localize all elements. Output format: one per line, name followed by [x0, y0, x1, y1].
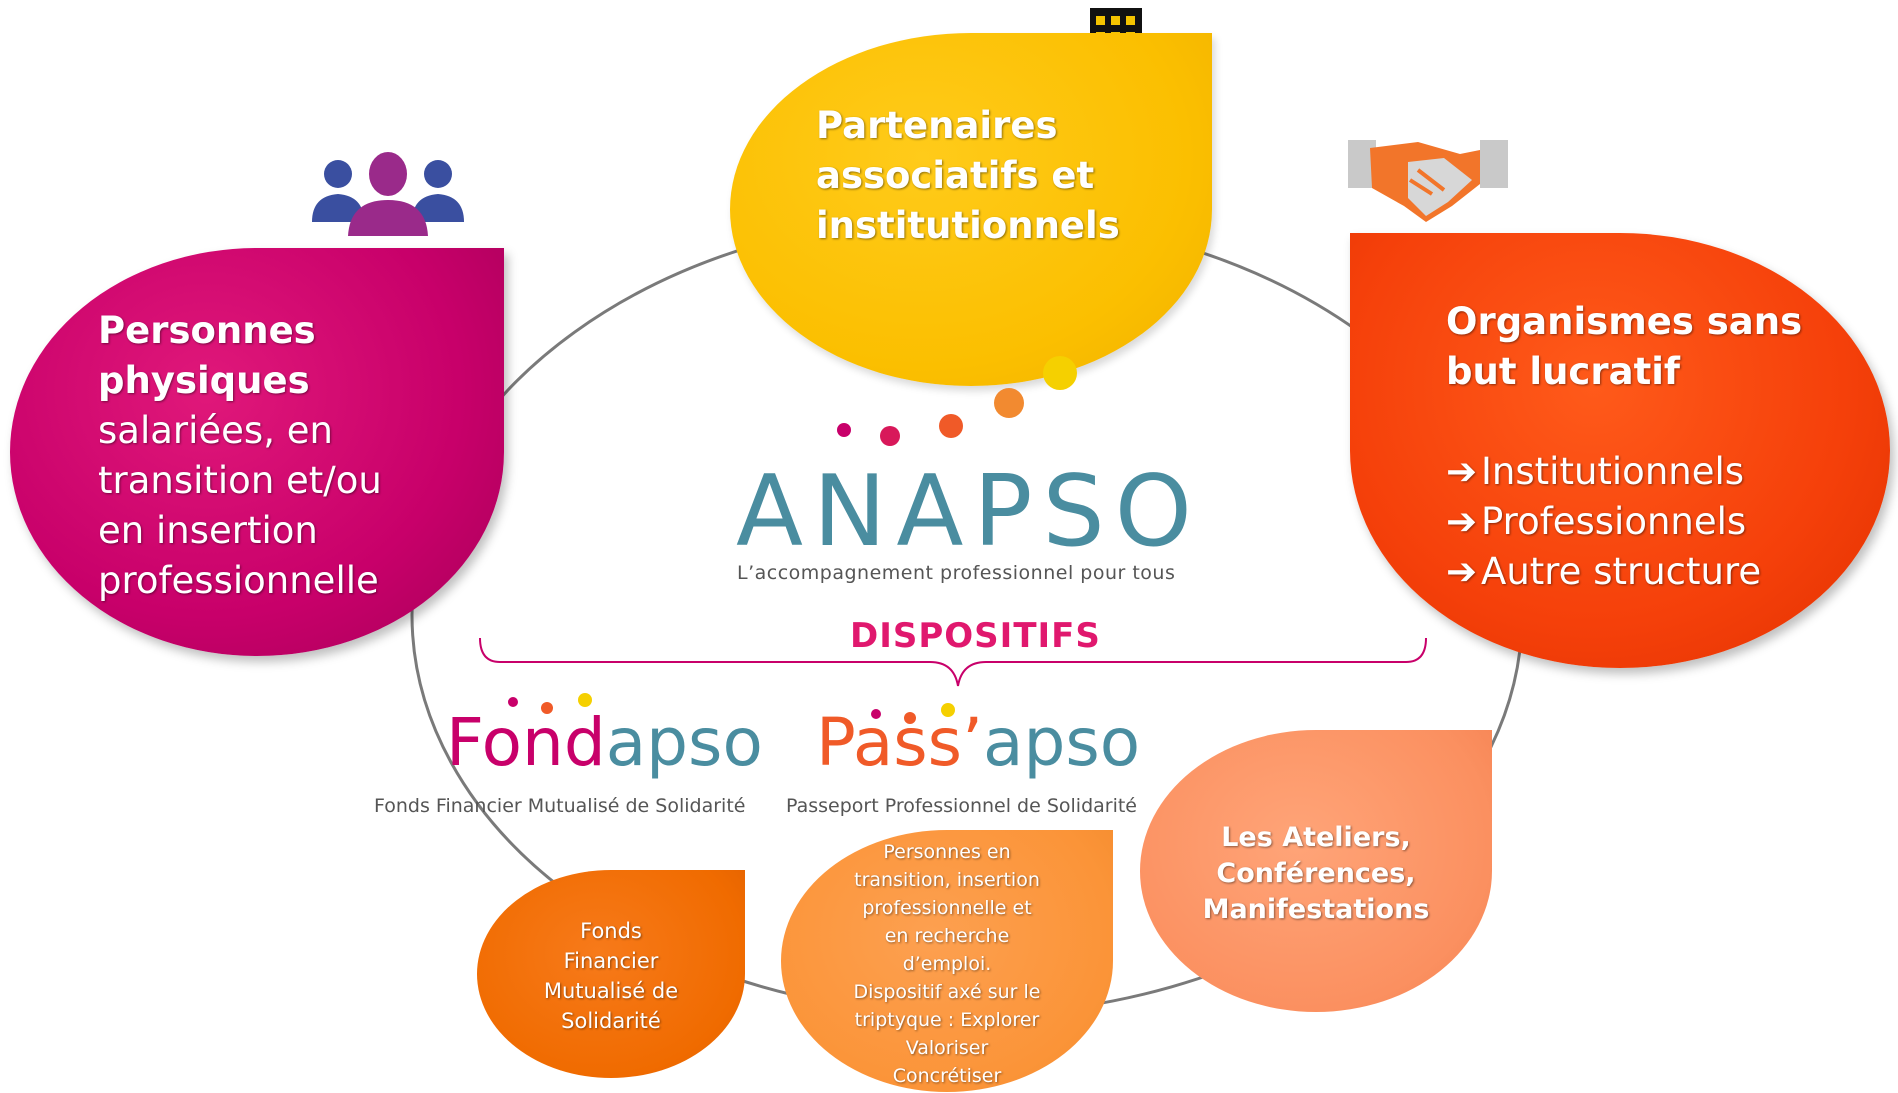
fonds-line: Mutualisé de: [543, 979, 679, 1003]
fondapso-logo-dots: [508, 693, 592, 714]
pass-line: Valoriser: [905, 1037, 989, 1059]
fondapso-name-part1: Fond: [446, 704, 606, 781]
pass-line: en recherche: [884, 925, 1010, 947]
fonds-financier-text: Fonds Financier Mutualisé de Solidarité: [477, 916, 745, 1036]
handshake-icon: [1348, 140, 1508, 222]
passapso-description-bubble: Personnes en transition, insertion profe…: [781, 830, 1113, 1092]
fondapso-tagline: Fonds Financier Mutualisé de Solidarité: [374, 795, 746, 817]
organismes-item: ➔ Autre structure: [1446, 547, 1866, 597]
fondapso-logo-text: Fondapso: [446, 708, 763, 778]
passapso-description-text: Personnes en transition, insertion profe…: [781, 838, 1113, 1090]
arrow-right-icon: ➔: [1446, 550, 1478, 593]
organismes-item: ➔ Institutionnels: [1446, 447, 1866, 497]
partenaires-bubble: Partenaires associatifs et institutionne…: [730, 33, 1212, 386]
pass-line: triptyque : Explorer: [854, 1009, 1040, 1031]
pass-line: Concrétiser: [892, 1065, 1002, 1087]
fonds-line: Financier: [563, 949, 659, 973]
personnes-body-line: en insertion: [98, 509, 318, 552]
passapso-name-part1: Pass’: [816, 704, 984, 781]
organismes-bubble: Organismes sans but lucratif ➔ Instituti…: [1350, 233, 1890, 668]
organismes-item: ➔ Professionnels: [1446, 497, 1866, 547]
passapso-tagline: Passeport Professionnel de Solidarité: [786, 795, 1137, 817]
ateliers-line: Conférences,: [1216, 858, 1416, 889]
organismes-title-line: Organismes sans: [1446, 300, 1803, 343]
anapso-tagline: L’accompagnement professionnel pour tous: [737, 562, 1176, 584]
organismes-item-label: Autre structure: [1481, 550, 1762, 593]
passapso-name-part2: apso: [983, 704, 1141, 781]
pass-line: Dispositif axé sur le: [853, 981, 1041, 1003]
pass-line: transition, insertion: [854, 869, 1040, 891]
passapso-logo-dots: [871, 703, 955, 724]
organismes-item-label: Professionnels: [1481, 500, 1747, 543]
people-group-icon: [312, 152, 464, 236]
fonds-financier-bubble: Fonds Financier Mutualisé de Solidarité: [477, 870, 745, 1078]
passapso-logo-text: Pass’apso: [816, 708, 1140, 778]
dispositifs-bracket: [479, 637, 1427, 687]
organismes-title-line: but lucratif: [1446, 350, 1681, 393]
personnes-body-line: professionnelle: [98, 559, 379, 602]
fonds-line: Fonds: [580, 919, 642, 943]
ateliers-line: Manifestations: [1202, 894, 1430, 925]
pass-line: d’emploi.: [902, 953, 992, 975]
ateliers-text: Les Ateliers, Conférences, Manifestation…: [1140, 820, 1492, 928]
partenaires-line: Partenaires: [816, 104, 1058, 147]
partenaires-text: Partenaires associatifs et institutionne…: [816, 101, 1196, 251]
partenaires-line: institutionnels: [816, 204, 1120, 247]
pass-line: professionnelle et: [862, 897, 1032, 919]
ateliers-bubble: Les Ateliers, Conférences, Manifestation…: [1140, 730, 1492, 1012]
dispositifs-label: DISPOSITIFS: [850, 616, 1101, 656]
fondapso-name-part2: apso: [605, 704, 763, 781]
personnes-body-line: salariées, en: [98, 409, 333, 452]
personnes-title-line2: physiques: [98, 359, 310, 402]
anapso-logo-text: ANAPSO: [736, 455, 1202, 569]
anapso-logo-dots: [837, 356, 1077, 446]
ateliers-line: Les Ateliers,: [1221, 822, 1411, 853]
partenaires-line: associatifs et: [816, 154, 1095, 197]
pass-line: Personnes en: [883, 841, 1011, 863]
personnes-body-line: transition et/ou: [98, 459, 382, 502]
personnes-physiques-bubble: Personnes physiques salariées, en transi…: [10, 248, 504, 656]
personnes-physiques-text: Personnes physiques salariées, en transi…: [98, 306, 488, 606]
organismes-item-label: Institutionnels: [1481, 450, 1745, 493]
personnes-title-line1: Personnes: [98, 309, 316, 352]
arrow-right-icon: ➔: [1446, 500, 1478, 543]
fonds-line: Solidarité: [561, 1009, 661, 1033]
arrow-right-icon: ➔: [1446, 450, 1478, 493]
organismes-text: Organismes sans but lucratif ➔ Instituti…: [1446, 297, 1866, 597]
